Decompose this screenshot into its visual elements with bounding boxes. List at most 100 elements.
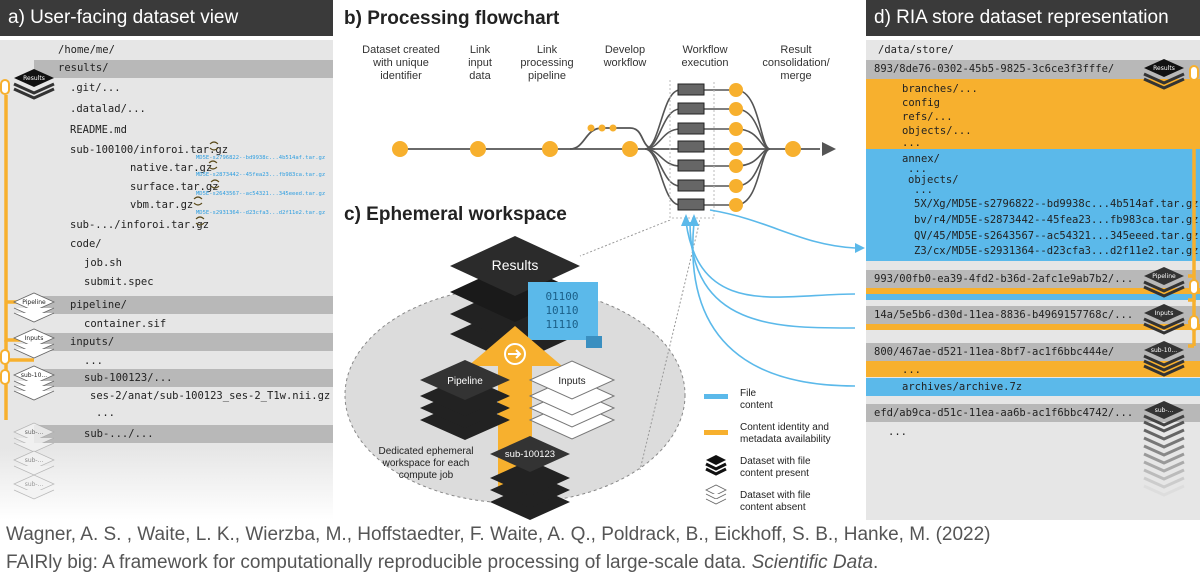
- link-icons: [193, 141, 220, 226]
- svg-text:10110: 10110: [545, 304, 578, 317]
- ellipsis-row: ...: [902, 137, 921, 149]
- present-stack-icon: [705, 455, 727, 476]
- dataset-stacks-d: Results Pipeline Inputs sub-10... sub-..…: [1143, 59, 1199, 497]
- file-row: vbm.tar.gz: [130, 199, 194, 211]
- svg-text:11110: 11110: [545, 318, 578, 331]
- sub-stack-faded-icon: [1143, 401, 1185, 497]
- sub-more-bar: [34, 425, 333, 443]
- legend-swatches: [704, 394, 728, 505]
- file-row: branches/...: [902, 83, 978, 95]
- pipeline-stack-icon: [1143, 267, 1185, 298]
- dataset-row: 993/00fb0-ea39-4fd2-b36d-2afc1e9ab7b2/..…: [874, 273, 1134, 285]
- inputs-bar: [34, 333, 333, 351]
- sub-stack-icon: [13, 365, 55, 401]
- absent-stack-icon: [705, 484, 727, 505]
- file-row: objects/...: [902, 125, 972, 137]
- inputs-stack-icon: [1143, 304, 1185, 335]
- job-node-icons: [677, 83, 705, 211]
- file-row: .git/...: [70, 82, 121, 94]
- annex-strip: [866, 294, 1200, 300]
- link-icon: [195, 216, 205, 226]
- sub-stack-icon: sub-100123: [490, 436, 570, 520]
- git-metadata-strip: [866, 361, 1200, 377]
- annex-key: MD5E-s2873442--45fea23...fb983ca.tar.gz: [196, 172, 326, 178]
- link-icon: [208, 160, 218, 170]
- dataset-bar: [866, 270, 1200, 288]
- flow-step-label: Link processing pipeline: [520, 44, 574, 82]
- pipeline-stack-icon: [13, 292, 55, 323]
- dataset-stacks-a: Results Pipeline Inputs sub-10... sub-..…: [0, 69, 55, 500]
- folder-row: code/: [70, 238, 102, 250]
- stack-label: sub-...: [25, 481, 44, 488]
- citation-line-1: Wagner, A. S. , Waite, L. K., Wierzba, M…: [6, 524, 991, 545]
- dataset-row: 14a/5e5b6-d30d-11ea-8836-b4969157768c/..…: [874, 309, 1134, 321]
- ephemeral-workspace: Results 01100 10110 11110 Pipeline: [344, 220, 700, 520]
- flow-arrows: [681, 209, 865, 387]
- folder-row: results/: [58, 62, 109, 74]
- file-row: ses-2/anat/sub-100123_ses-2_T1w.nii.gz: [90, 390, 331, 402]
- annex-object-row: 5X/Xg/MD5E-s2796822--bd9938c...4b514af.t…: [914, 198, 1199, 210]
- folder-row: sub-100123/...: [84, 372, 173, 384]
- archive-row: archives/archive.7z: [902, 381, 1023, 393]
- sub-stack-faded-icon: [13, 422, 55, 500]
- stack-label: Pipeline: [1152, 273, 1176, 280]
- stack-label: Results: [1153, 65, 1175, 72]
- stack-label: sub-...: [25, 429, 44, 436]
- stack-label: sub-10...: [21, 372, 47, 379]
- folder-row: sub-.../...: [84, 428, 154, 440]
- file-row: job.sh: [84, 257, 122, 269]
- results-stack-icon: [13, 69, 55, 100]
- stack-label: Inputs: [25, 335, 44, 342]
- legend-file-content: File content: [740, 388, 773, 411]
- file-row: sub-100100/inforoi.tar.gz: [70, 144, 229, 156]
- flow-step-label: Link input data: [468, 44, 492, 82]
- annex-object-row: QV/45/MD5E-s2643567--ac54321...345eeed.t…: [914, 230, 1199, 242]
- stack-label: Results: [23, 75, 45, 82]
- annex-key: MD5E-s2931364--d23cfa3...d2f11e2.tar.gz: [196, 210, 326, 216]
- path-row: /data/store/: [878, 44, 954, 56]
- dataset-row: 893/8de76-0302-45b5-9825-3c6ce3f3fffe/: [874, 63, 1115, 75]
- git-metadata-block: [866, 79, 1200, 149]
- git-metadata-strip: [866, 288, 1200, 294]
- panel-a-title: a) User-facing dataset view: [0, 0, 333, 36]
- file-row: native.tar.gz: [130, 162, 213, 174]
- ellipsis-row: ...: [96, 407, 115, 419]
- folder-row: annex/: [902, 153, 940, 165]
- pipeline-bar: [34, 296, 333, 314]
- file-row: submit.spec: [84, 276, 154, 288]
- panel-c-title: c) Ephemeral workspace: [344, 204, 567, 225]
- svg-text:Pipeline: Pipeline: [447, 376, 483, 387]
- git-metadata-strip: [866, 324, 1200, 330]
- folder-row: inputs/: [70, 336, 115, 348]
- results-label: Results: [492, 257, 539, 273]
- panel-d-title: d) RIA store dataset representation: [866, 0, 1200, 36]
- dataset-bar: [866, 343, 1200, 361]
- folder-row: objects/: [908, 174, 959, 186]
- file-row: refs/...: [902, 111, 953, 123]
- path-row: /home/me/: [58, 44, 115, 56]
- flowchart: [392, 80, 836, 219]
- dataset-bar: [866, 306, 1200, 324]
- flow-step-label: Dataset created with unique identifier: [362, 44, 440, 82]
- legend-content-identity: Content identity and metadata availabili…: [740, 422, 831, 445]
- workspace-note: Dedicated ephemeral workspace for each c…: [378, 446, 474, 481]
- stack-label: Pipeline: [22, 299, 46, 306]
- file-row: .datalad/...: [70, 103, 146, 115]
- dataset-row: 800/467ae-d521-11ea-8bf7-ac1f6bbc444e/: [874, 346, 1115, 358]
- dataset-row: efd/ab9ca-d51c-11ea-aa6b-ac1f6bbc4742/..…: [874, 407, 1134, 419]
- flow-step-label: Result consolidation/ merge: [762, 44, 830, 82]
- citation-journal: Scientific Data: [751, 552, 874, 573]
- pipeline-stack-icon: Pipeline: [420, 360, 510, 440]
- citation-end: .: [873, 552, 879, 573]
- panel-b-title: b) Processing flowchart: [344, 8, 560, 29]
- inputs-stack-icon: [528, 360, 616, 440]
- inputs-stack-icon: [13, 328, 55, 359]
- annex-key: MD5E-s2643567--ac54321...345eeed.tar.gz: [196, 191, 326, 197]
- svg-text:01100: 01100: [545, 290, 578, 303]
- ellipsis-row: ...: [888, 426, 907, 438]
- arrow-head-icon: [822, 142, 836, 156]
- link-icon: [209, 141, 219, 151]
- file-row: container.sif: [84, 318, 167, 330]
- annex-key: MD5E-s2796822--bd9938c...4b514af.tar.gz: [196, 155, 326, 161]
